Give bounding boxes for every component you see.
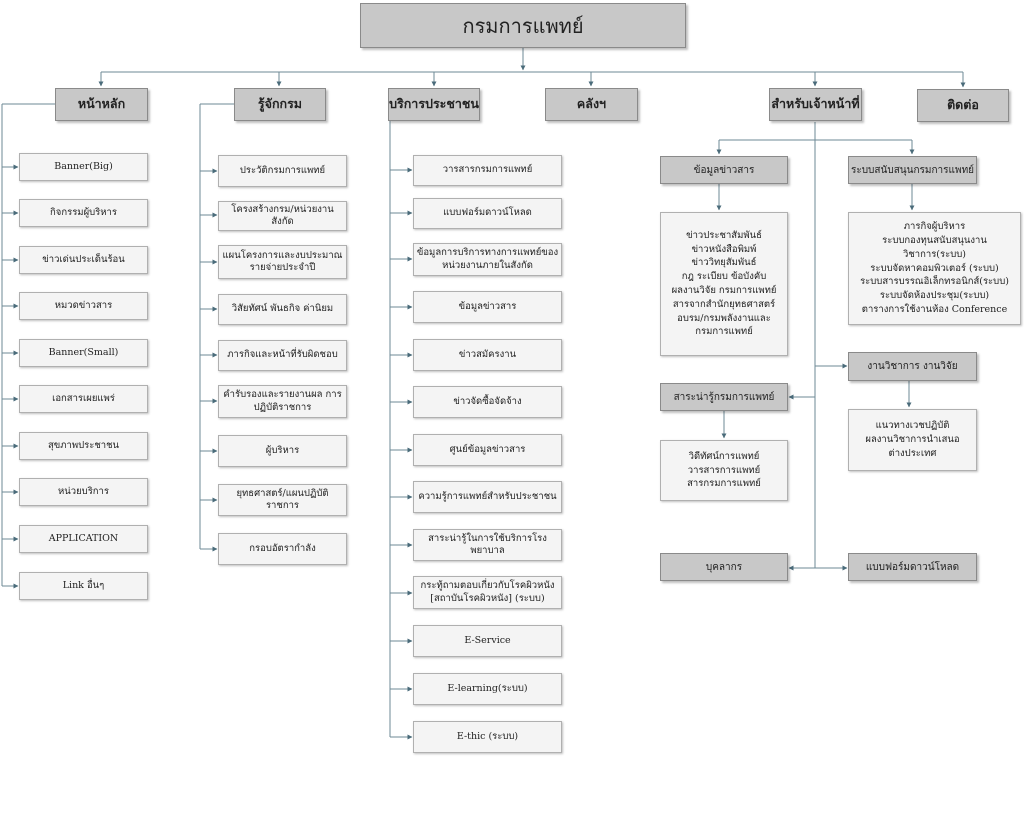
- list-item: ภารกิจผู้บริหาร: [903, 221, 966, 233]
- node-contact: ติดต่อ: [917, 89, 1009, 122]
- about-item: คำรับรองและรายงานผล การปฏิบัติราชการ: [218, 385, 347, 418]
- home-item: Banner(Small): [19, 339, 148, 367]
- home-item: หมวดข่าวสาร: [19, 292, 148, 320]
- list-item: ข่าววิทยุสัมพันธ์: [691, 257, 757, 269]
- home-item: APPLICATION: [19, 525, 148, 553]
- public-item: สาระน่ารู้ในการใช้บริการโรงพยาบาล: [413, 529, 562, 561]
- staff-news-header: ข้อมูลข่าวสาร: [660, 156, 788, 184]
- public-item: กระทู้ถามตอบเกี่ยวกับโรคผิวหนัง [สถาบันโ…: [413, 576, 562, 609]
- staff-forms-node: แบบฟอร์มดาวน์โหลด: [848, 553, 977, 581]
- list-item: ข่าวประชาสัมพันธ์: [686, 229, 762, 241]
- public-item: E-learning(ระบบ): [413, 673, 562, 705]
- node-about: รู้จักกรม: [234, 88, 326, 121]
- about-item: ผู้บริหาร: [218, 435, 347, 467]
- list-item: ผลงานวิจัย กรมการแพทย์: [671, 285, 777, 296]
- list-item: ต่างประเทศ: [888, 447, 937, 459]
- public-item: ข่าวสมัครงาน: [413, 339, 562, 371]
- list-item: ระบบกองทุนสนับสนุนงานวิชาการ(ระบบ): [882, 235, 987, 260]
- staff-knowledge-header: สาระน่ารู้กรมการแพทย์: [660, 383, 788, 411]
- list-item: ระบบจัดห้องประชุม(ระบบ): [879, 290, 990, 302]
- list-item: กรมการแพทย์: [695, 326, 753, 338]
- root-node: กรมการแพทย์: [360, 3, 686, 48]
- public-item: E-Service: [413, 625, 562, 657]
- public-item: ข้อมูลการบริการทางการแพทย์ของ หน่วยงานภา…: [413, 243, 562, 276]
- node-archive: คลังฯ: [545, 88, 638, 121]
- staff-personnel-node: บุคลากร: [660, 553, 788, 581]
- list-item: วิดีทัศน์การแพทย์: [688, 450, 760, 462]
- list-item: แนวทางเวชปฏิบัติ: [875, 420, 950, 432]
- about-item: โครงสร้างกรม/หน่วยงานสังกัด: [218, 201, 347, 231]
- staff-news-list: ข่าวประชาสัมพันธ์ ข่าวหนังสือพิมพ์ ข่าวว…: [660, 212, 788, 356]
- public-item: E-thic (ระบบ): [413, 721, 562, 753]
- list-item: ตารางการใช้งานห้อง Conference: [861, 303, 1008, 315]
- list-item: ผลงานวิชาการนำเสนอ: [865, 434, 960, 446]
- list-item: ระบบจัดหาคอมพิวเตอร์ (ระบบ): [870, 262, 999, 274]
- public-item: แบบฟอร์มดาวน์โหลด: [413, 198, 562, 229]
- staff-research-header: งานวิชาการ งานวิจัย: [848, 352, 977, 381]
- home-item: สุขภาพประชาชน: [19, 432, 148, 460]
- public-item: ข้อมูลข่าวสาร: [413, 291, 562, 323]
- list-item: ระบบสารบรรณอิเล็กทรอนิกส์(ระบบ): [860, 276, 1009, 288]
- home-item: หน่วยบริการ: [19, 478, 148, 506]
- list-item: อบรม/กรมพลังงานและ: [677, 312, 771, 324]
- staff-support-header: ระบบสนับสนุนกรมการแพทย์: [848, 156, 977, 184]
- node-public-service: บริการประชาชน: [388, 88, 480, 121]
- node-staff: สำหรับเจ้าหน้าที่: [769, 88, 862, 121]
- home-item: กิจกรรมผู้บริหาร: [19, 199, 148, 227]
- home-item: เอกสารเผยแพร่: [19, 385, 148, 413]
- staff-support-list: ภารกิจผู้บริหาร ระบบกองทุนสนับสนุนงานวิช…: [848, 212, 1021, 325]
- node-home: หน้าหลัก: [55, 88, 148, 121]
- public-item: ศูนย์ข้อมูลข่าวสาร: [413, 434, 562, 466]
- about-item: วิสัยทัศน์ พันธกิจ ค่านิยม: [218, 294, 347, 325]
- home-item: ข่าวเด่นประเด็นร้อน: [19, 246, 148, 274]
- about-item: ภารกิจและหน้าที่รับผิดชอบ: [218, 340, 347, 371]
- list-item: สารจากสำนักยุทธศาสตร์: [672, 298, 776, 310]
- staff-research-list: แนวทางเวชปฏิบัติ ผลงานวิชาการนำเสนอ ต่าง…: [848, 409, 977, 471]
- list-item: วารสารการแพทย์: [687, 464, 761, 476]
- about-item: ประวัติกรมการแพทย์: [218, 155, 347, 187]
- home-item: Banner(Big): [19, 153, 148, 181]
- list-item: ข่าวหนังสือพิมพ์: [691, 243, 757, 255]
- public-item: ความรู้การแพทย์สำหรับประชาชน: [413, 481, 562, 513]
- list-item: สารกรมการแพทย์: [687, 478, 761, 490]
- about-item: กรอบอัตรากำลัง: [218, 533, 347, 565]
- public-item: วารสารกรมการแพทย์: [413, 155, 562, 186]
- home-item: Link อื่นๆ: [19, 572, 148, 600]
- about-item: ยุทธศาสตร์/แผนปฏิบัติราชการ: [218, 484, 347, 516]
- staff-knowledge-list: วิดีทัศน์การแพทย์ วารสารการแพทย์ สารกรมก…: [660, 440, 788, 501]
- list-item: กฎ ระเบียบ ข้อบังคับ: [681, 271, 767, 283]
- public-item: ข่าวจัดซื้อจัดจ้าง: [413, 386, 562, 418]
- about-item: แผนโครงการและงบประมาณ รายจ่ายประจำปี: [218, 245, 347, 279]
